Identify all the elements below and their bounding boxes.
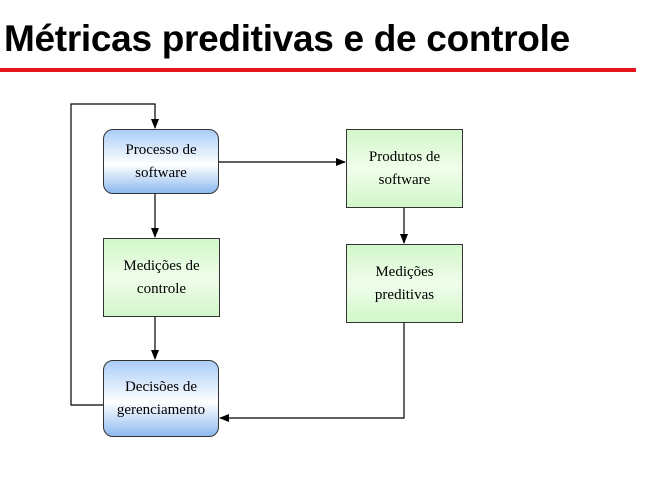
edge-preditivas-decisoes xyxy=(219,322,405,422)
node-label: Medições de xyxy=(123,257,200,274)
node-medicoes-preditivas: Medições preditivas xyxy=(346,244,463,323)
node-label: Medições xyxy=(375,263,434,280)
node-label: preditivas xyxy=(374,286,435,303)
edge-feedback-loop xyxy=(70,103,159,406)
node-label: software xyxy=(378,171,431,188)
node-label: gerenciamento xyxy=(116,401,206,418)
node-label: software xyxy=(135,164,187,181)
slide-title: Métricas preditivas e de controle xyxy=(4,18,570,59)
node-label: Processo de xyxy=(125,141,197,158)
node-decisoes-de-gerenciamento: Decisões de gerenciamento xyxy=(103,360,219,437)
node-produtos-de-software: Produtos de software xyxy=(346,129,463,208)
node-label: Decisões de xyxy=(124,378,198,395)
node-medicoes-de-controle: Medições de controle xyxy=(103,238,220,317)
node-label: Produtos de xyxy=(368,148,441,165)
node-label: controle xyxy=(136,280,187,297)
node-processo-de-software: Processo de software xyxy=(103,129,219,194)
title-underline xyxy=(0,68,636,72)
